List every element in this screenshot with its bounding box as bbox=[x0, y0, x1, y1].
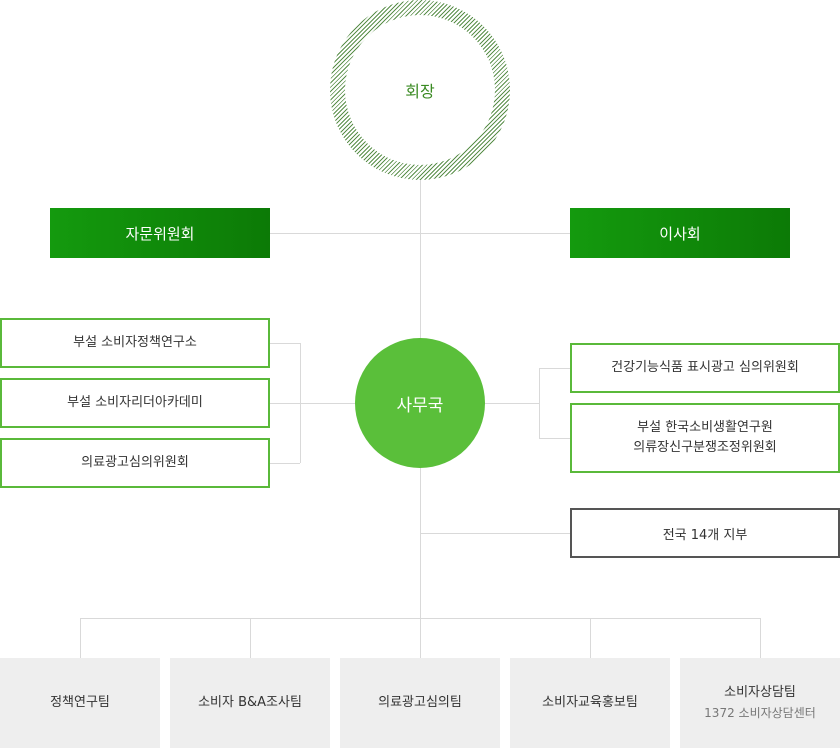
right-unit-label: 건강기능식품 표시광고 심의위원회 bbox=[611, 360, 799, 375]
left-unit-label: 부설 소비자리더아카데미 bbox=[67, 395, 203, 410]
left-bracket-bottom bbox=[270, 463, 300, 464]
left-unit-box: 부설 소비자리더아카데미 bbox=[0, 378, 270, 428]
branches-label: 전국 14개 지부 bbox=[662, 527, 748, 543]
branches-box: 전국 14개 지부 bbox=[570, 508, 840, 558]
secretariat-node: 사무국 bbox=[355, 338, 485, 468]
team-drop-1 bbox=[80, 618, 81, 658]
team-name: 소비자교육홍보팀 bbox=[542, 695, 638, 710]
team-name: 정책연구팀 bbox=[50, 695, 110, 710]
team-subtitle: 1372 소비자상담센터 bbox=[704, 706, 816, 720]
team-drop-2 bbox=[250, 618, 251, 658]
board-box: 이사회 bbox=[570, 208, 790, 258]
team-box: 소비자상담팀 1372 소비자상담센터 bbox=[680, 658, 840, 748]
left-bracket-mid bbox=[270, 403, 355, 404]
team-box: 소비자 B&A조사팀 bbox=[170, 658, 330, 748]
upper-branch-line bbox=[270, 233, 570, 234]
team-name: 소비자상담팀 bbox=[724, 685, 796, 700]
right-unit-box: 건강기능식품 표시광고 심의위원회 bbox=[570, 343, 840, 393]
team-name: 의료광고심의팀 bbox=[378, 695, 462, 710]
left-unit-label: 부설 소비자정책연구소 bbox=[73, 335, 197, 350]
right-unit-label-line2: 의류장신구분쟁조정위원회 bbox=[633, 440, 777, 455]
advisory-committee-label: 자문위원회 bbox=[125, 224, 195, 243]
left-unit-box: 부설 소비자정책연구소 bbox=[0, 318, 270, 368]
team-box: 의료광고심의팀 bbox=[340, 658, 500, 748]
right-bracket-top bbox=[539, 368, 570, 369]
team-box: 소비자교육홍보팀 bbox=[510, 658, 670, 748]
chairman-label: 회장 bbox=[405, 82, 435, 101]
team-drop-3 bbox=[420, 618, 421, 658]
branches-connector bbox=[420, 533, 570, 534]
right-unit-box: 부설 한국소비생활연구원 의류장신구분쟁조정위원회 bbox=[570, 403, 840, 473]
team-name: 소비자 B&A조사팀 bbox=[198, 695, 302, 710]
left-unit-box: 의료광고심의위원회 bbox=[0, 438, 270, 488]
team-drop-5 bbox=[760, 618, 761, 658]
right-bracket-mid bbox=[485, 403, 539, 404]
right-unit-label-line1: 부설 한국소비생활연구원 bbox=[637, 420, 773, 435]
board-label: 이사회 bbox=[659, 224, 701, 243]
secretariat-label: 사무국 bbox=[396, 395, 444, 416]
right-bracket-bottom bbox=[539, 438, 570, 439]
team-drop-4 bbox=[590, 618, 591, 658]
chairman-node: 회장 bbox=[345, 15, 495, 165]
team-box: 정책연구팀 bbox=[0, 658, 160, 748]
advisory-committee-box: 자문위원회 bbox=[50, 208, 270, 258]
left-bracket-top bbox=[270, 343, 300, 344]
left-unit-label: 의료광고심의위원회 bbox=[81, 455, 189, 470]
right-bracket-vertical bbox=[539, 368, 540, 438]
